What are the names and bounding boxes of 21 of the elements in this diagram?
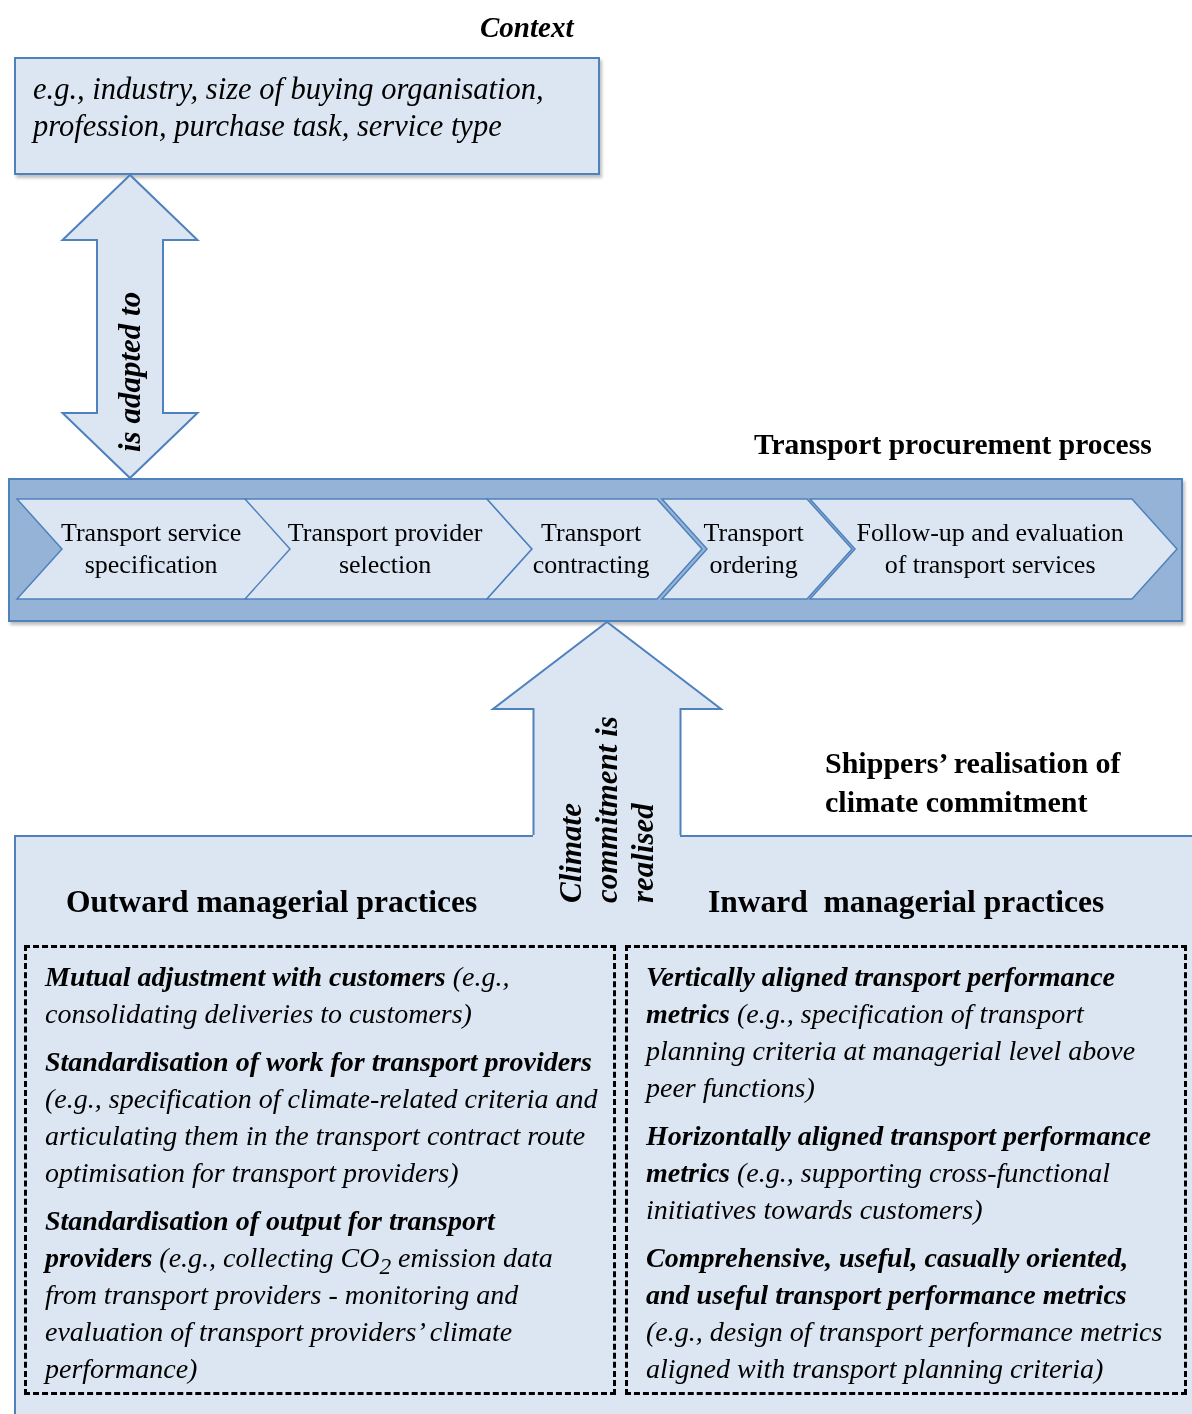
step-label: Transport ordering	[702, 517, 805, 581]
panel-heading: Shippers’ realisation of climate commitment	[825, 745, 1122, 820]
column-heading: Outward managerial practices	[66, 884, 478, 920]
block-arrow	[60, 173, 200, 480]
step-label: Transport provider selection	[286, 517, 484, 581]
practice-text: Comprehensive, useful, casually oriented, and useful transport performance metrics (e.g., design of transport performance metrics aligned with transport planning criteria)	[646, 1241, 1164, 1386]
column-heading: Inward managerial practices	[708, 884, 1105, 920]
band-heading: Transport procurement process	[754, 428, 1152, 461]
step-label: Transport contracting	[531, 517, 651, 581]
practice-text: Mutual adjustment with customers (e.g., consolidating deliveries to customers)	[45, 960, 511, 1031]
practice-text: Horizontally aligned transport performance metrics (e.g., supporting cross-functional initiatives towards customers)	[646, 1119, 1152, 1227]
practice-text: Standardisation of work for transport providers (e.g., specification of climate-related criteria and articulating them in the transport contract route optimisation for transport providers)	[45, 1045, 599, 1190]
step-label: Transport service specification	[59, 517, 243, 581]
context-heading: Context	[480, 11, 574, 44]
edge-label: Climate commitment is realised	[553, 715, 661, 904]
edge-label: is adapted to	[112, 290, 148, 452]
block-arrow	[490, 620, 724, 836]
practice-text: Vertically aligned transport performance metrics (e.g., specification of transport planning criteria at managerial level above peer functions)	[646, 960, 1137, 1105]
practice-text: Standardisation of output for transport providers (e.g., collecting CO$_{2}$ emission data from transport providers - monitoring and evaluation of transport providers’ climate performance)	[45, 1204, 554, 1386]
step-label: Follow-up and evaluation of transport services	[855, 517, 1125, 581]
context-description: e.g., industry, size of buying organisation, profession, purchase task, service type	[33, 71, 545, 145]
